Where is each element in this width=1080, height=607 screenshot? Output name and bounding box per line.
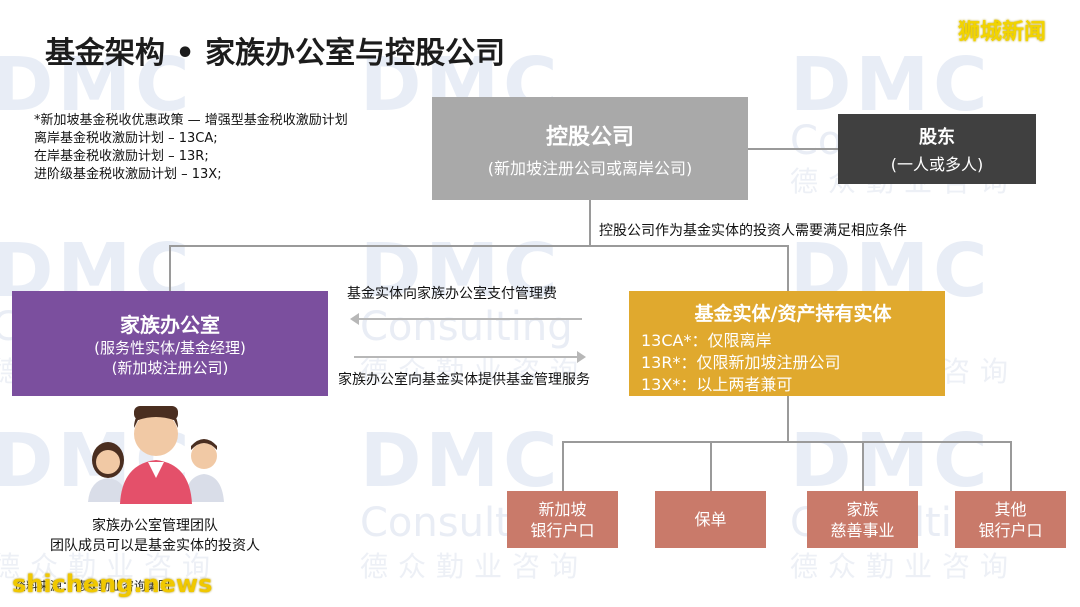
- shareholder-subtitle: (一人或多人): [890, 155, 984, 174]
- connector-shareholder: [748, 148, 838, 150]
- tax-note: *新加坡基金税收优惠政策 — 增强型基金税收激励计划: [34, 113, 348, 128]
- family-office-box: 家族办公室 (服务性实体/基金经理) (新加坡注册公司): [12, 291, 328, 396]
- team-line2: 团队成员可以是基金实体的投资人: [50, 538, 260, 554]
- connector-holding-down: [589, 200, 591, 246]
- tax-note: 在岸基金税收激励计划 – 13R;: [34, 149, 209, 164]
- fund-line: 13X*：以上两者兼可: [641, 375, 793, 394]
- watermark-sub: Consulting: [360, 304, 573, 350]
- arrow-left-icon: [350, 313, 582, 325]
- team-line1: 家族办公室管理团队: [92, 518, 218, 534]
- holding-subtitle: (新加坡注册公司或离岸公司): [487, 158, 693, 178]
- tax-note: 进阶级基金税收激励计划 – 13X;: [34, 167, 222, 182]
- flow-service-label: 家族办公室向基金实体提供基金管理服务: [338, 372, 590, 388]
- account-line1: 新加坡: [538, 499, 587, 519]
- fund-line: 13CA*：仅限离岸: [641, 331, 772, 350]
- account-line2: 慈善事业: [830, 520, 895, 540]
- shareholder-box: 股东 (一人或多人): [838, 114, 1036, 184]
- tax-note: 离岸基金税收激励计划 – 13CA;: [34, 131, 218, 146]
- footer-brand: shicheng.news: [12, 570, 213, 598]
- connector-account: [710, 441, 712, 491]
- holding-title: 控股公司: [545, 124, 634, 150]
- flow-fee-label: 基金实体向家族办公室支付管理费: [347, 286, 557, 302]
- account-box-sg-bank: 新加坡 银行户口: [507, 491, 618, 548]
- connector-accounts: [562, 441, 1012, 443]
- watermark-cn: 德众勤业咨询: [360, 550, 589, 583]
- brand-logo: 狮城新闻: [958, 20, 1047, 45]
- holding-company-box: 控股公司 (新加坡注册公司或离岸公司): [432, 97, 748, 200]
- connector-family: [169, 245, 171, 291]
- family-line1: (服务性实体/基金经理): [94, 339, 246, 357]
- team-people-icon: [88, 406, 224, 504]
- account-line2: 银行户口: [530, 520, 595, 540]
- tax-notes: *新加坡基金税收优惠政策 — 增强型基金税收激励计划 离岸基金税收激励计划 – …: [34, 112, 348, 184]
- account-line1: 家族: [846, 499, 879, 519]
- connector-account: [862, 441, 864, 491]
- holding-condition-label: 控股公司作为基金实体的投资人需要满足相应条件: [599, 223, 907, 239]
- account-box-policy: 保单: [655, 491, 766, 548]
- team-caption: 家族办公室管理团队 团队成员可以是基金实体的投资人: [40, 516, 270, 556]
- connector-account: [562, 441, 564, 491]
- fund-line: 13R*：仅限新加坡注册公司: [641, 353, 841, 372]
- watermark-cn: 德众勤业咨询: [790, 550, 1019, 583]
- page-title: 基金架构 • 家族办公室与控股公司: [45, 36, 506, 71]
- account-line2: 银行户口: [978, 520, 1043, 540]
- fund-entity-box: 基金实体/资产持有实体 13CA*：仅限离岸 13R*：仅限新加坡注册公司 13…: [629, 291, 945, 396]
- account-line1: 保单: [694, 510, 727, 529]
- arrow-right-icon: [354, 351, 586, 363]
- connector-horizontal: [169, 245, 789, 247]
- account-line1: 其他: [994, 499, 1027, 519]
- connector-fund: [787, 245, 789, 291]
- fund-title: 基金实体/资产持有实体: [694, 303, 892, 325]
- family-title: 家族办公室: [120, 313, 220, 337]
- connector-fund-down: [787, 396, 789, 442]
- account-box-other-bank: 其他 银行户口: [955, 491, 1066, 548]
- shareholder-title: 股东: [919, 127, 955, 148]
- family-line2: (新加坡注册公司): [111, 359, 229, 377]
- account-box-charity: 家族 慈善事业: [807, 491, 918, 548]
- connector-account: [1010, 441, 1012, 491]
- footer-source-note: 资料来源：德众勤业咨询集团: [14, 579, 171, 593]
